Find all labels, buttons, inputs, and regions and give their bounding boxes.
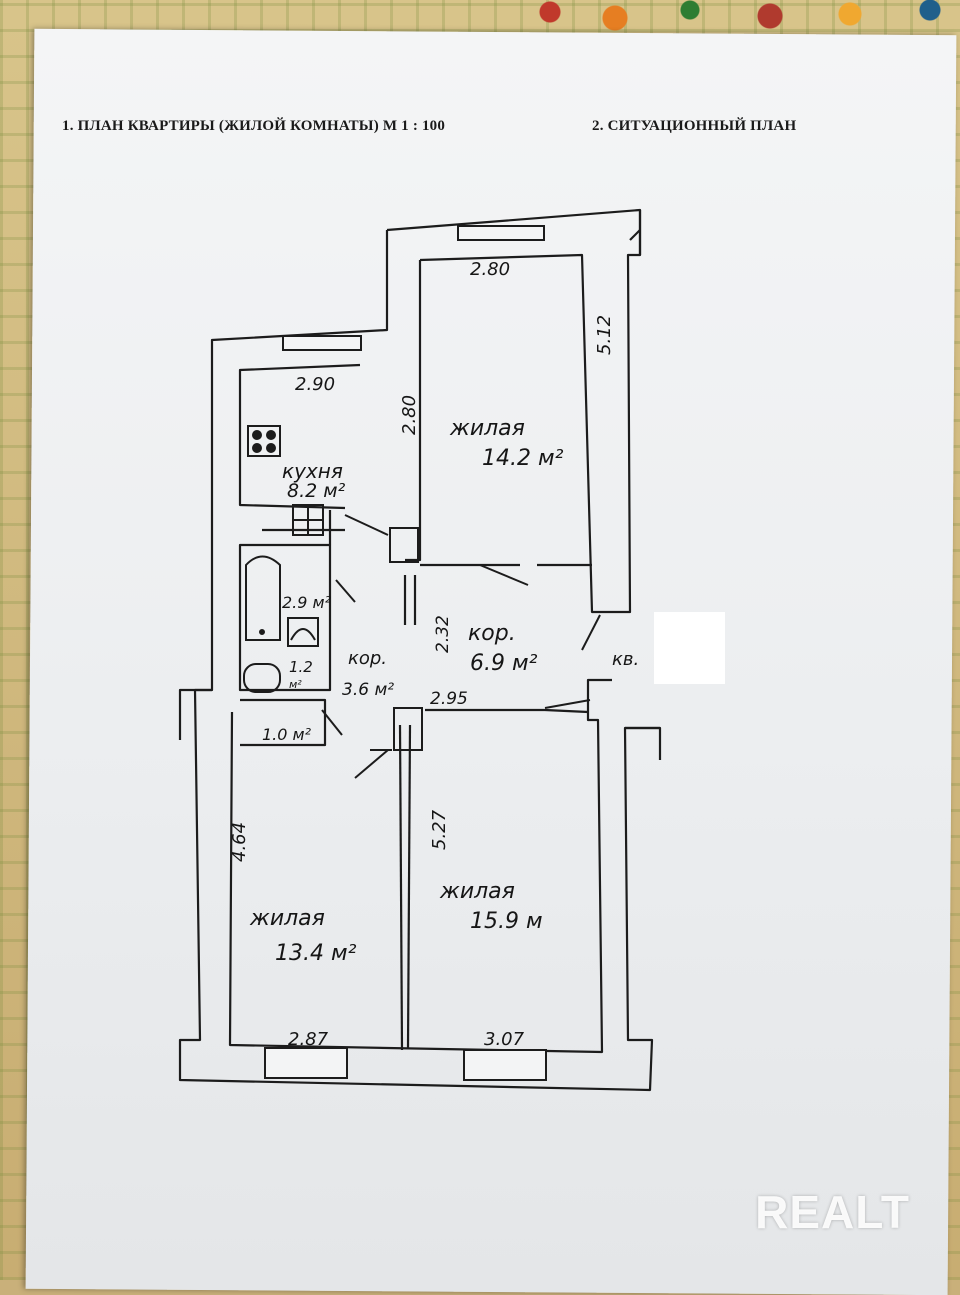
windows xyxy=(264,225,547,1081)
vent-shaft-top xyxy=(389,527,419,563)
small-corridor-name: кор. xyxy=(348,648,387,669)
dim-corridor-side: 2.32 xyxy=(433,615,453,653)
kitchen-area: 8.2 м² xyxy=(287,480,346,502)
storage-area: 1.0 м² xyxy=(262,725,312,744)
right-room-area: 15.9 м xyxy=(470,909,543,934)
top-room-name: жилая xyxy=(449,416,525,441)
dim-kitchen-depth: 2.80 xyxy=(399,395,420,435)
dim-left-room-depth: 4.64 xyxy=(229,822,250,862)
plan-heading: 1. ПЛАН КВАРТИРЫ (ЖИЛОЙ КОМНАТЫ) М 1 : 1… xyxy=(62,118,446,134)
stair-label: кв. xyxy=(612,649,639,670)
left-room-name: жилая xyxy=(249,906,325,931)
toilet-icon xyxy=(243,663,281,693)
vent-shaft-bottom xyxy=(393,707,423,751)
main-corridor-name: кор. xyxy=(468,621,516,646)
top-room-area: 14.2 м² xyxy=(482,446,564,471)
dim-right-room-width: 3.07 xyxy=(484,1029,525,1050)
dim-right-room-depth: 5.27 xyxy=(429,809,450,850)
kitchen-name: кухня xyxy=(282,459,343,483)
washbasin-icon xyxy=(287,617,319,647)
bath-area: 2.9 м² xyxy=(282,593,332,612)
dim-top-room-depth: 5.12 xyxy=(594,315,615,355)
bathtub-icon xyxy=(245,555,281,641)
dim-top-room-width: 2.80 xyxy=(470,259,510,280)
dim-left-room-width: 2.87 xyxy=(288,1029,329,1050)
stove-icon xyxy=(247,425,281,457)
situation-plan-heading: 2. СИТУАЦИОННЫЙ ПЛАН xyxy=(592,118,797,134)
toilet-area-unit: м² xyxy=(289,678,302,691)
small-corridor-area: 3.6 м² xyxy=(342,680,394,700)
dim-corridor-bottom: 2.95 xyxy=(430,689,468,709)
right-room-name: жилая xyxy=(439,879,515,904)
plan-labels: 2.80 5.12 жилая 14.2 м² 2.90 2.80 кухня … xyxy=(229,259,639,1050)
plan-walls xyxy=(178,208,662,1092)
toilet-area: 1.2 xyxy=(289,658,313,676)
left-room-area: 13.4 м² xyxy=(275,941,357,966)
redaction-patch xyxy=(654,612,725,684)
fixtures xyxy=(243,425,601,779)
main-corridor-area: 6.9 м² xyxy=(470,651,538,676)
dim-kitchen-width: 2.90 xyxy=(295,374,335,395)
realt-watermark: REALT xyxy=(755,1186,910,1238)
